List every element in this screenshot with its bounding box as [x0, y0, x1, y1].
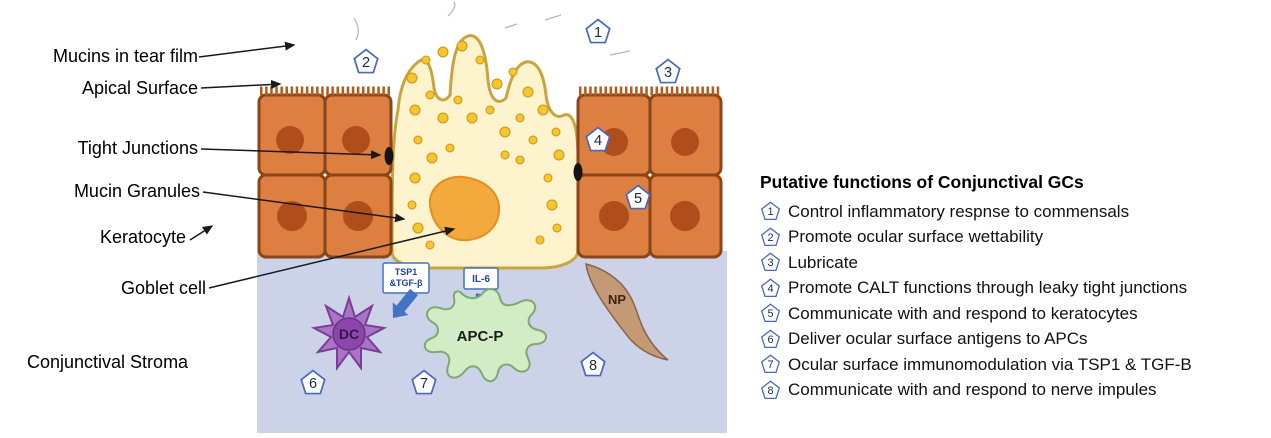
np-label: NP — [608, 292, 626, 307]
function-text: Promote CALT functions through leaky tig… — [788, 278, 1188, 298]
diagram-badge-5: 5 — [625, 184, 651, 210]
function-number: 1 — [767, 206, 773, 218]
function-number: 3 — [767, 257, 773, 269]
apc-p-label: APC-P — [457, 328, 504, 345]
functions-panel-title: Putative functions of Conjunctival GCs — [760, 172, 1084, 192]
function-item: 5 Communicate with and respond to kerato… — [760, 301, 1268, 327]
function-item: 8 Communicate with and respond to nerve … — [760, 378, 1268, 404]
function-number-badge: 4 — [760, 278, 781, 297]
function-number: 5 — [767, 308, 773, 320]
function-item: 4 Promote CALT functions through leaky t… — [760, 276, 1268, 302]
np-nerve-cell — [585, 263, 669, 361]
function-number-badge: 6 — [760, 329, 781, 348]
badge-number: 1 — [594, 25, 602, 41]
function-text: Promote ocular surface wettability — [788, 227, 1044, 247]
tgfb-label: &TGF-β — [390, 278, 423, 288]
goblet-nucleus — [428, 175, 501, 242]
function-text: Control inflammatory respnse to commensa… — [788, 201, 1130, 221]
tear-film-mucins — [353, 1, 631, 56]
goblet-cell-arrow — [208, 226, 456, 289]
apc-p-cell — [423, 288, 547, 383]
epithelial-nucleus — [671, 128, 699, 156]
function-text: Communicate with and respond to keratocy… — [788, 303, 1138, 323]
tight-junction-dot — [384, 147, 394, 165]
apical-surface-arrow — [200, 79, 282, 89]
function-number-badge: 3 — [760, 252, 781, 272]
function-number-badge: 5 — [760, 303, 781, 323]
badge-number: 3 — [664, 65, 672, 81]
il6-box — [463, 267, 499, 290]
il6-label: IL-6 — [472, 274, 490, 285]
function-text: Deliver ocular surface antigens to APCs — [788, 329, 1088, 349]
label-mucin-granules: Mucin Granules — [73, 181, 200, 201]
label-conjunctival-stroma: Conjunctival Stroma — [27, 352, 189, 372]
badge-number: 6 — [309, 376, 317, 392]
function-item: 2 Promote ocular surface wettability — [760, 225, 1268, 251]
function-number-badge: 7 — [760, 354, 781, 374]
function-item: 3 Lubricate — [760, 250, 1268, 276]
badge-number: 4 — [594, 133, 602, 149]
function-number: 2 — [767, 232, 773, 244]
dc-nucleus — [332, 317, 366, 351]
diagram-badge-4: 4 — [585, 126, 611, 152]
diagram-badge-8: 8 — [580, 351, 606, 377]
function-item: 1 Control inflammatory respnse to commen… — [760, 199, 1268, 225]
epithelial-nucleus — [342, 126, 370, 154]
function-text: Lubricate — [788, 252, 858, 272]
function-number: 8 — [767, 385, 773, 397]
function-number-badge: 2 — [760, 227, 781, 246]
epithelium-right — [576, 86, 723, 259]
mucin-granules — [406, 40, 565, 250]
tight-junctions-arrow — [200, 148, 382, 160]
function-number: 4 — [767, 283, 773, 295]
epithelial-nucleus — [670, 201, 700, 231]
label-goblet-cell: Goblet cell — [120, 278, 206, 298]
tsp1-arrow — [392, 288, 418, 318]
function-number: 6 — [767, 334, 773, 346]
function-number-badge: 1 — [760, 201, 781, 221]
diagram-badge-3: 3 — [655, 58, 681, 84]
epithelium-left — [257, 86, 393, 259]
badge-number: 8 — [589, 358, 597, 374]
badge-number: 2 — [362, 55, 370, 71]
epithelial-nucleus — [599, 201, 629, 231]
badge-number: 7 — [420, 376, 428, 392]
epithelial-nucleus — [276, 126, 304, 154]
function-text: Ocular surface immunomodulation via TSP1… — [788, 354, 1192, 374]
tsp1-tgfb-box — [382, 262, 430, 294]
function-number: 7 — [767, 359, 773, 371]
dc-label: DC — [339, 326, 359, 342]
function-item: 7 Ocular surface immunomodulation via TS… — [760, 352, 1268, 378]
mucin-granules-arrow — [202, 191, 406, 223]
function-item: 6 Deliver ocular surface antigens to APC… — [760, 327, 1268, 353]
tsp1-label: TSP1 — [395, 267, 418, 277]
function-text: Communicate with and respond to nerve im… — [788, 380, 1157, 400]
functions-list: 1 Control inflammatory respnse to commen… — [760, 199, 1268, 403]
label-keratocyte: Keratocyte — [99, 227, 186, 247]
label-tight-junctions: Tight Junctions — [77, 138, 198, 158]
diagram-badge-2: 2 — [353, 48, 379, 74]
epithelial-nucleus — [277, 201, 307, 231]
label-mucins-in-tear-film: Mucins in tear film — [52, 46, 198, 66]
epithelial-nucleus — [343, 201, 373, 231]
function-number-badge: 8 — [760, 380, 781, 399]
mucins-arrow — [198, 41, 296, 58]
badge-number: 5 — [634, 191, 642, 207]
diagram-badge-1: 1 — [585, 18, 611, 44]
keratocyte-arrow — [189, 225, 214, 241]
diagram-badge-7: 7 — [411, 369, 437, 395]
functions-panel: Putative functions of Conjunctival GCs 1… — [760, 172, 1268, 403]
diagram-badge-6: 6 — [300, 369, 326, 395]
label-apical-surface: Apical Surface — [81, 78, 198, 98]
tight-junction-dot — [573, 163, 583, 181]
